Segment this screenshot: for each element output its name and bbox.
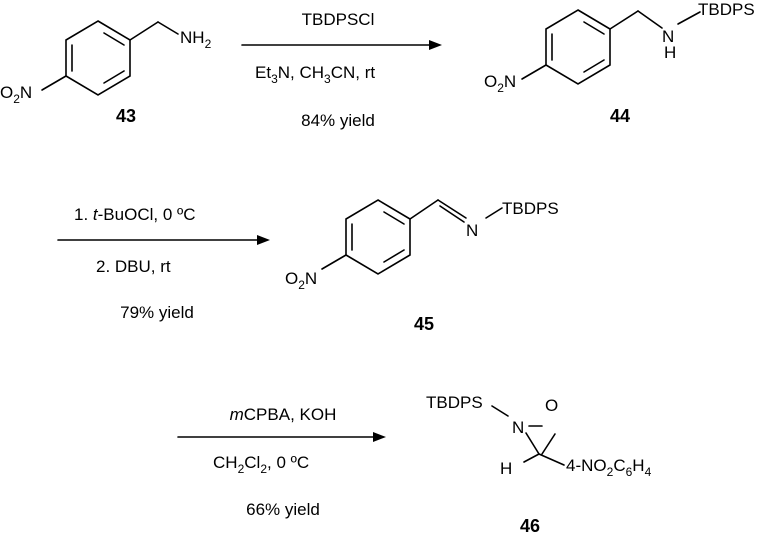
step3-reagent: mCPBA, KOH bbox=[230, 405, 337, 424]
compound-46-label: 46 bbox=[520, 516, 540, 536]
compound-45-label: 45 bbox=[414, 314, 434, 334]
tbdps-label-46: TBDPS bbox=[426, 393, 483, 412]
arrowhead-2-icon bbox=[257, 235, 270, 245]
tbdps-label-44: TBDPS bbox=[698, 0, 755, 19]
compound-45-structure bbox=[321, 199, 503, 275]
step3-conditions: CH2Cl2, 0 ºC bbox=[213, 453, 309, 476]
compound-43-structure bbox=[41, 20, 179, 96]
compound-44-label: 44 bbox=[610, 106, 630, 126]
amine-nh2-label: NH2 bbox=[180, 28, 212, 51]
step1-conditions: Et3N, CH3CN, rt bbox=[255, 63, 375, 86]
tbdps-label-45: TBDPS bbox=[502, 199, 559, 218]
nitro-label-43: O2N bbox=[0, 83, 32, 106]
arrowhead-1-icon bbox=[429, 40, 442, 50]
nitro-label-44: O2N bbox=[484, 72, 516, 95]
amine-nh-h-label: H bbox=[664, 43, 676, 62]
step2-yield: 79% yield bbox=[120, 303, 194, 322]
step3-yield: 66% yield bbox=[246, 500, 320, 519]
amine-nh-n-label: N bbox=[662, 27, 674, 46]
compound-43-label: 43 bbox=[116, 106, 136, 126]
step2-line2: 2. DBU, rt bbox=[96, 257, 171, 276]
arrowhead-3-icon bbox=[373, 432, 386, 442]
nitrophenyl-label: 4-NO2C6H4 bbox=[566, 456, 652, 479]
step2-line1: 1. t-BuOCl, 0 ºC bbox=[74, 205, 195, 224]
nitro-label-45: O2N bbox=[285, 269, 317, 292]
oxaziridine-h-label: H bbox=[500, 459, 512, 478]
imine-n-label: N bbox=[466, 221, 478, 240]
oxaziridine-o-label: O bbox=[545, 396, 558, 415]
step1-yield: 84% yield bbox=[301, 111, 375, 130]
compound-44-structure bbox=[521, 9, 701, 85]
step1-reagent: TBDPSCl bbox=[302, 10, 375, 29]
compound-46-structure bbox=[491, 405, 565, 466]
oxaziridine-n-label: N bbox=[512, 418, 524, 437]
